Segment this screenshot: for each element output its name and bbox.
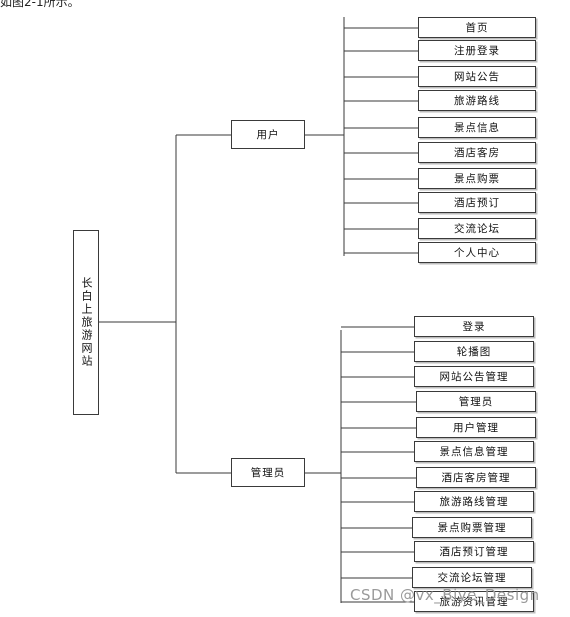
branch-node-user-label: 用户 (256, 129, 280, 141)
branch-node-user: 用户 (231, 120, 305, 149)
branch-node-admin: 管理员 (231, 458, 305, 487)
user-leaf-node: 注册登录 (418, 40, 536, 61)
admin-leaf-node: 旅游资讯管理 (414, 591, 534, 612)
admin-leaf-label: 旅游资讯管理 (439, 596, 509, 608)
admin-leaf-node: 管理员 (416, 391, 536, 412)
admin-leaf-label: 景点购票管理 (437, 522, 507, 534)
admin-leaf-label: 旅游路线管理 (439, 496, 509, 508)
root-node-label: 长白上旅游网站 (80, 277, 93, 368)
admin-leaf-node: 用户管理 (416, 417, 536, 438)
user-leaf-label: 首页 (465, 22, 489, 34)
user-leaf-label: 酒店客房 (454, 147, 500, 159)
admin-leaf-label: 景点信息管理 (439, 446, 509, 458)
user-leaf-label: 景点信息 (454, 122, 500, 134)
admin-leaf-label: 交流论坛管理 (437, 572, 507, 584)
admin-leaf-node: 网站公告管理 (414, 366, 534, 387)
admin-leaf-label: 用户管理 (453, 422, 499, 434)
user-leaf-node: 旅游路线 (418, 90, 536, 111)
user-leaf-node: 个人中心 (418, 242, 536, 263)
watermark-text: CSDN @vx_Biye_Design (350, 586, 540, 604)
caption-text: 如图2-1所示。 (0, 0, 80, 9)
user-leaf-label: 旅游路线 (454, 95, 500, 107)
admin-leaf-node: 景点信息管理 (414, 441, 534, 462)
admin-leaf-label: 登录 (462, 321, 486, 333)
admin-leaf-node: 酒店客房管理 (416, 467, 536, 488)
admin-leaf-node: 旅游路线管理 (414, 491, 534, 512)
admin-leaf-node: 交流论坛管理 (412, 567, 532, 588)
root-node: 长白上旅游网站 (73, 230, 99, 415)
admin-leaf-label: 网站公告管理 (439, 371, 509, 383)
user-leaf-node: 酒店客房 (418, 142, 536, 163)
user-leaf-node: 网站公告 (418, 66, 536, 87)
user-leaf-node: 景点购票 (418, 168, 536, 189)
user-leaf-label: 景点购票 (454, 173, 500, 185)
user-leaf-label: 注册登录 (454, 45, 500, 57)
admin-leaf-label: 轮播图 (456, 346, 492, 358)
admin-leaf-label: 酒店客房管理 (441, 472, 511, 484)
user-leaf-node: 交流论坛 (418, 218, 536, 239)
user-leaf-node: 首页 (418, 17, 536, 38)
admin-leaf-node: 酒店预订管理 (414, 541, 534, 562)
admin-leaf-node: 景点购票管理 (412, 517, 532, 538)
user-leaf-label: 交流论坛 (454, 223, 500, 235)
admin-leaf-node: 轮播图 (414, 341, 534, 362)
user-leaf-label: 网站公告 (454, 71, 500, 83)
admin-leaf-node: 登录 (414, 316, 534, 337)
branch-node-admin-label: 管理员 (250, 467, 286, 479)
user-leaf-node: 酒店预订 (418, 192, 536, 213)
user-leaf-node: 景点信息 (418, 117, 536, 138)
admin-leaf-label: 管理员 (458, 396, 494, 408)
admin-leaf-label: 酒店预订管理 (439, 546, 509, 558)
user-leaf-label: 个人中心 (454, 247, 500, 259)
user-leaf-label: 酒店预订 (454, 197, 500, 209)
